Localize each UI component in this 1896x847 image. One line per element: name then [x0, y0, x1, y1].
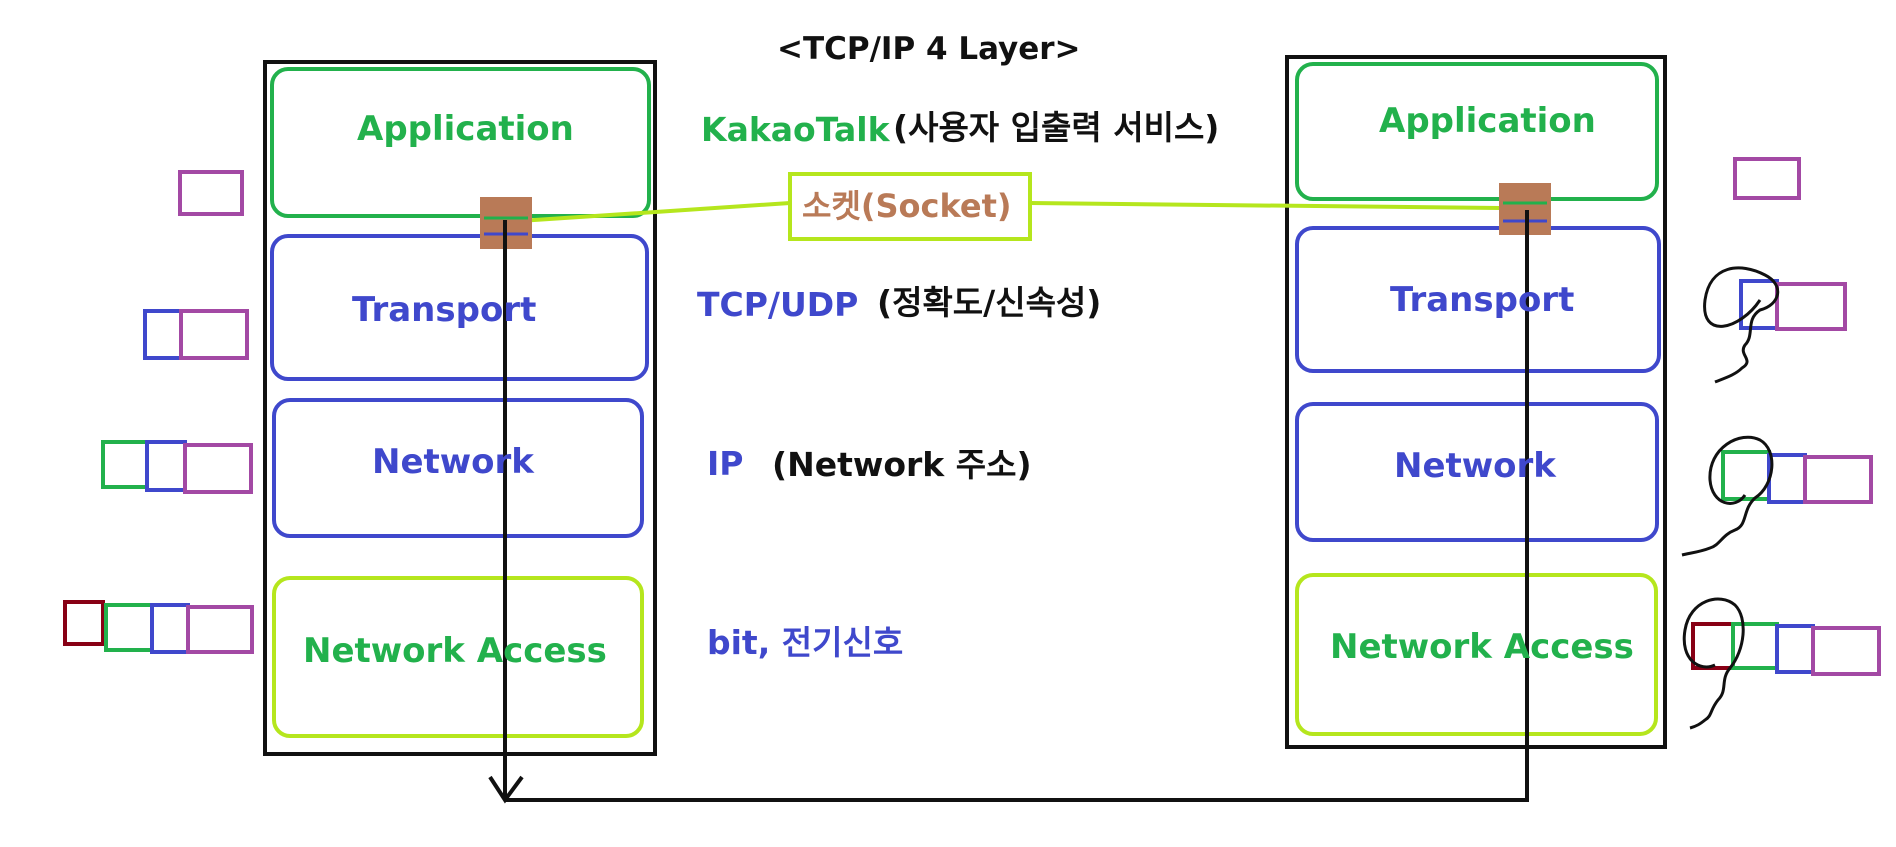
right-host-frame [1285, 55, 1667, 749]
left-transport-box [270, 234, 649, 381]
left-application-box [270, 67, 651, 218]
right-application-box [1295, 62, 1659, 201]
left-network-access-label: Network Access [303, 631, 607, 671]
network-access-description: bit, 전기신호 [707, 623, 904, 662]
application-description: (사용자 입출력 서비스) [893, 108, 1220, 147]
scribble-network-access [1682, 597, 1745, 730]
right-transport-label: Transport [1390, 280, 1575, 320]
right-network-access-box [1295, 573, 1658, 736]
transport-protocol: TCP/UDP [697, 285, 859, 324]
left-application-label: Application [357, 109, 574, 149]
scribble-network [1681, 435, 1774, 557]
application-protocol: KakaoTalk [701, 110, 890, 149]
scribble-transport [1703, 266, 1779, 384]
right-network-box [1295, 402, 1659, 542]
right-network-access-label: Network Access [1330, 627, 1634, 667]
right-network-label: Network [1394, 446, 1556, 486]
left-access-data-blocks [63, 600, 254, 654]
right-application-label: Application [1379, 101, 1596, 141]
right-transport-box [1295, 226, 1661, 373]
left-app-data-blocks [178, 170, 244, 216]
left-network-data-blocks [101, 440, 253, 494]
right-access-data-blocks [1691, 622, 1881, 676]
network-description: (Network 주소) [772, 445, 1032, 484]
right-transport-data-blocks [1739, 279, 1847, 331]
socket-line-right [1029, 201, 1501, 210]
arrow-head [488, 775, 524, 804]
data-path-line [505, 210, 1529, 802]
socket-label-box [788, 172, 1032, 241]
left-transport-data-blocks [143, 309, 249, 360]
right-network-data-blocks [1721, 450, 1873, 504]
left-transport-label: Transport [352, 290, 537, 330]
transport-description: (정확도/신속성) [877, 283, 1102, 322]
left-network-label: Network [372, 442, 534, 482]
network-protocol: IP [707, 444, 744, 483]
left-network-box [272, 398, 644, 538]
socket-line-left [504, 201, 791, 224]
socket-label: 소켓(Socket) [802, 187, 1012, 225]
left-host-frame [263, 60, 657, 756]
right-app-data-blocks [1733, 157, 1801, 200]
diagram-title: <TCP/IP 4 Layer> [777, 31, 1081, 67]
left-network-access-box [272, 576, 644, 738]
